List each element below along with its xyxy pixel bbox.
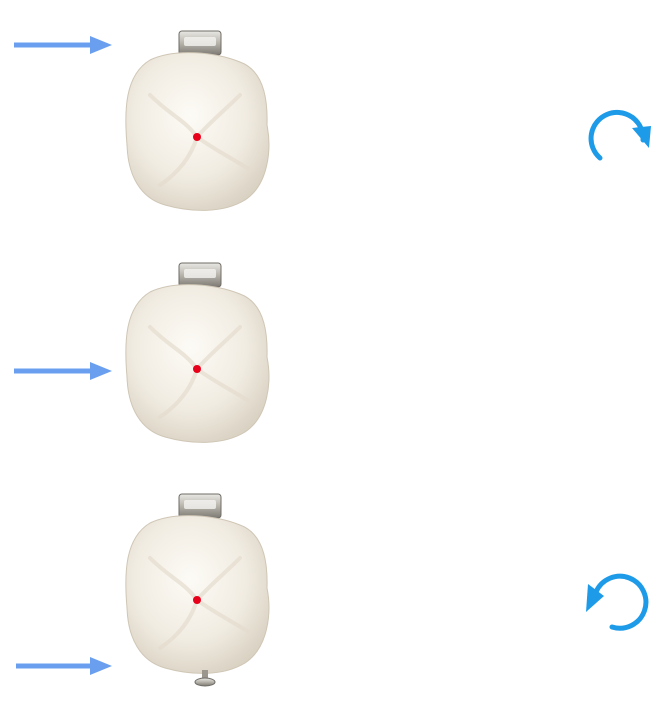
clockwise-rotation-icon [588,109,651,161]
bracket [178,30,222,56]
center-dot [193,133,201,141]
force-arrow [14,36,112,54]
tooth-groove [148,556,252,650]
force-arrow [16,657,112,675]
force-arrow [14,362,112,380]
tooth [125,284,270,443]
tooth-groove [148,325,252,419]
counterclockwise-rotation-icon [586,573,649,631]
panel-top [14,30,651,211]
center-dot [193,365,201,373]
tooth [125,515,270,674]
tooth [125,52,270,211]
button-attachment [194,670,216,687]
bracket [178,493,222,519]
panel-middle [14,262,270,443]
panel-bottom [16,493,649,687]
bracket [178,262,222,288]
center-dot [193,596,201,604]
tooth-groove [148,93,252,187]
